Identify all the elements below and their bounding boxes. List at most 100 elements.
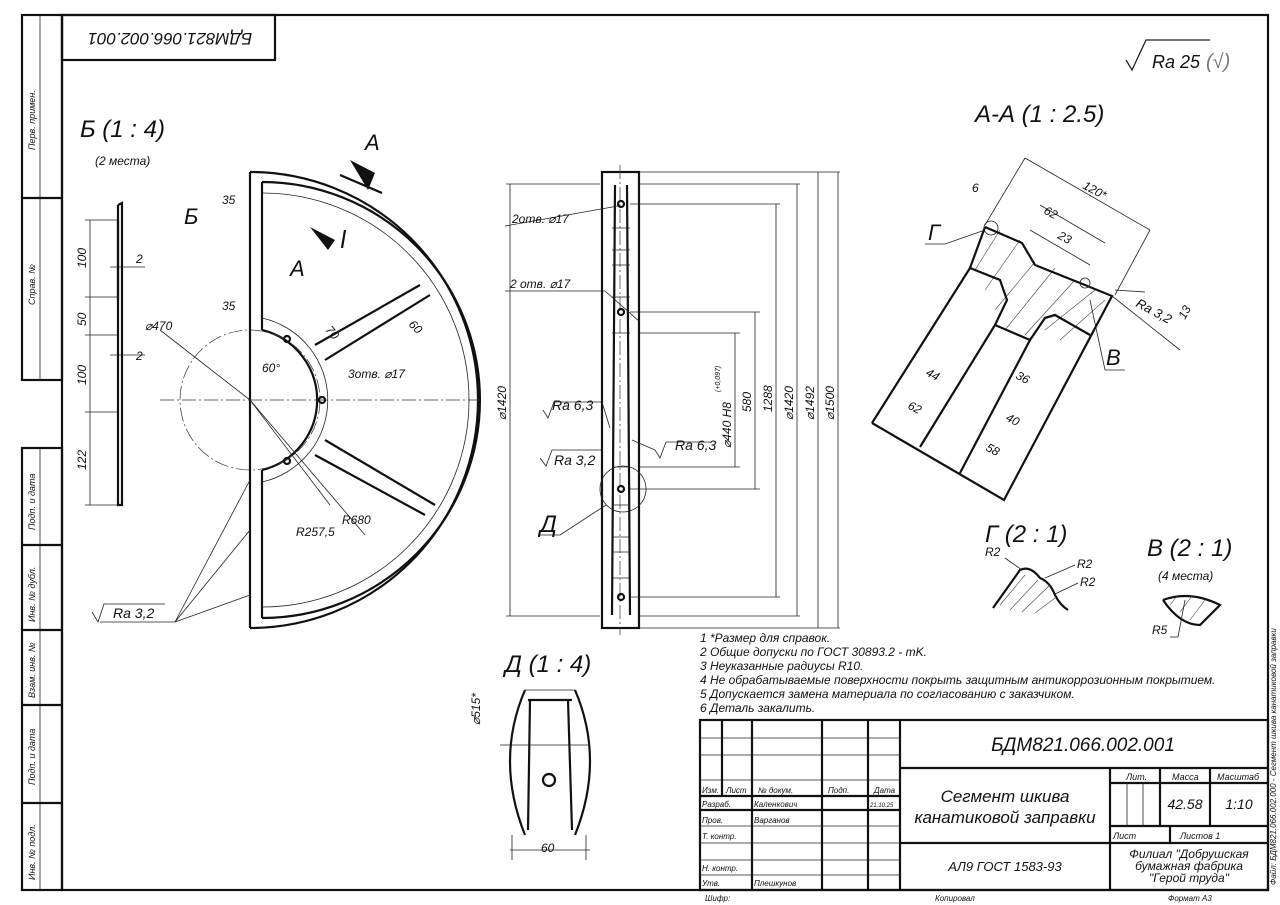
- strip-label: Справ. №: [27, 264, 37, 305]
- note: 3 Неуказанные радиусы R10.: [700, 659, 863, 673]
- note: 1 *Размер для справок.: [700, 631, 830, 645]
- view-b: Б (1 : 4) (2 места) 100 2 50 2 100 122: [75, 116, 165, 507]
- dim: ⌀470: [145, 319, 173, 333]
- stamp-text: БДМ821.066.002.001: [88, 29, 252, 48]
- material: АЛ9 ГОСТ 1583-93: [947, 859, 1062, 874]
- sheet-label: Лист: [1112, 831, 1137, 841]
- left-side-strip: Перв. примен. Справ. № Подп. и дата Инв.…: [20, 13, 64, 892]
- roughness: Ra 6,3: [675, 437, 716, 453]
- copied-label: Копировал: [935, 894, 975, 903]
- view-title: В (2 : 1): [1147, 535, 1232, 562]
- dim: R680: [342, 513, 371, 527]
- dim: 6: [972, 181, 979, 195]
- strip-label: Подп. и дата: [27, 474, 37, 530]
- roughness: Ra 3,2: [1134, 295, 1176, 327]
- label: А: [363, 130, 380, 155]
- scale-value: 1:10: [1225, 796, 1252, 812]
- dim: R2: [985, 545, 1001, 559]
- dim: 35: [222, 193, 236, 207]
- section-aa: А-А (1 : 2.5) Г В 6 120* 62 23 Ra 3,2 13…: [871, 101, 1194, 502]
- dim: 44: [924, 365, 943, 384]
- mass-value: 42.58: [1167, 796, 1202, 812]
- person: Каленкович: [754, 800, 797, 809]
- header: Изм.: [702, 786, 719, 795]
- roughness: Ra 3,2: [554, 452, 595, 468]
- note: 4 Не обрабатываемые поверхности покрыть …: [700, 673, 1215, 687]
- dim: 60: [541, 841, 555, 855]
- dim: ⌀440 H8: [720, 402, 734, 448]
- view-subtitle: (4 места): [1158, 569, 1213, 583]
- dim: ⌀1500: [823, 386, 837, 420]
- dim: 62: [906, 398, 925, 417]
- detail-g: Г (2 : 1) R2 R2 R2: [985, 521, 1096, 614]
- dim: 58: [984, 440, 1003, 459]
- dim: 3отв. ⌀17: [348, 367, 406, 381]
- dim: 2отв. ⌀17: [511, 212, 570, 226]
- role: Т. контр.: [702, 832, 737, 841]
- dim: 13: [1175, 303, 1194, 322]
- sheets-count: Листов 1: [1179, 831, 1220, 841]
- dim: 23: [1055, 228, 1075, 247]
- label: Г: [928, 220, 942, 245]
- label: А: [288, 256, 305, 281]
- side-view: 2отв. ⌀17 2 отв. ⌀17 Ra 6,3 Ra 6,3 Ra 3,…: [495, 165, 840, 635]
- detail-d: Д (1 : 4) ⌀515* 60: [469, 651, 591, 860]
- header: Подп.: [828, 786, 849, 795]
- view-title: Г (2 : 1): [985, 521, 1067, 548]
- front-view: Б А А 35 35 ⌀470 70 60 60° 3отв. ⌀17 R25…: [91, 130, 482, 630]
- dim: 35: [222, 299, 236, 313]
- sheet-frame: [60, 13, 1270, 892]
- dim: R2: [1080, 575, 1096, 589]
- dim: R2: [1077, 557, 1093, 571]
- header: Лист: [725, 786, 747, 795]
- dim: 100: [75, 248, 89, 268]
- date: 21.10.25: [869, 803, 894, 809]
- organization: Филиал "Добрушская: [1129, 847, 1249, 861]
- title-block: БДМ821.066.002.001 Сегмент шкива канатик…: [698, 628, 1278, 903]
- strip-label: Взам. инв. №: [27, 642, 37, 698]
- format-label: Формат А3: [1168, 894, 1212, 903]
- dim: ⌀1420: [782, 386, 796, 420]
- dim: 1288: [761, 385, 775, 412]
- dim: 122: [75, 450, 89, 470]
- dim: 2 отв. ⌀17: [509, 277, 572, 291]
- label: Б: [184, 204, 198, 229]
- role: Разраб.: [702, 800, 731, 809]
- top-left-stamp: БДМ821.066.002.001: [60, 13, 277, 62]
- label: Д: [537, 511, 557, 538]
- strip-label: Подп. и дата: [27, 729, 37, 785]
- technical-notes: 1 *Размер для справок. 2 Общие допуски п…: [699, 631, 1215, 715]
- dim: 120*: [1081, 178, 1110, 202]
- header: № докум.: [758, 786, 793, 795]
- header: Масштаб: [1217, 772, 1260, 782]
- dim: ⌀1420: [495, 386, 509, 420]
- person: Варганов: [754, 816, 790, 825]
- dim: 2: [135, 252, 143, 266]
- strip-label: Инв. № подл.: [27, 824, 37, 880]
- organization: бумажная фабрика: [1135, 859, 1243, 873]
- header: Лит.: [1125, 772, 1147, 782]
- note: 5 Допускается замена материала по соглас…: [700, 687, 1075, 701]
- detail-v: В (2 : 1) (4 места) R5: [1147, 535, 1232, 638]
- note: 6 Деталь закалить.: [700, 701, 815, 715]
- dim: 60: [406, 317, 426, 337]
- dim: 40: [1004, 410, 1023, 429]
- dim: ⌀515*: [469, 693, 483, 725]
- strip-label: Инв. № дубл.: [27, 567, 37, 622]
- view-title: А-А (1 : 2.5): [973, 101, 1104, 128]
- roughness-mark: (√): [1206, 51, 1230, 73]
- dim: R257,5: [296, 525, 335, 539]
- header: Масса: [1172, 772, 1199, 782]
- dim: 50: [75, 312, 89, 326]
- general-roughness: Ra 25 (√): [1125, 39, 1230, 73]
- person: Плешкунов: [754, 879, 796, 888]
- dim: 36: [1014, 368, 1033, 387]
- label: В: [1106, 345, 1121, 370]
- drawing-designation: БДМ821.066.002.001: [991, 735, 1175, 756]
- header: Дата: [873, 786, 896, 795]
- role: Пров.: [702, 816, 723, 825]
- dim: 100: [75, 365, 89, 385]
- roughness-value: Ra 25: [1152, 52, 1201, 72]
- part-name: Сегмент шкива: [941, 787, 1070, 806]
